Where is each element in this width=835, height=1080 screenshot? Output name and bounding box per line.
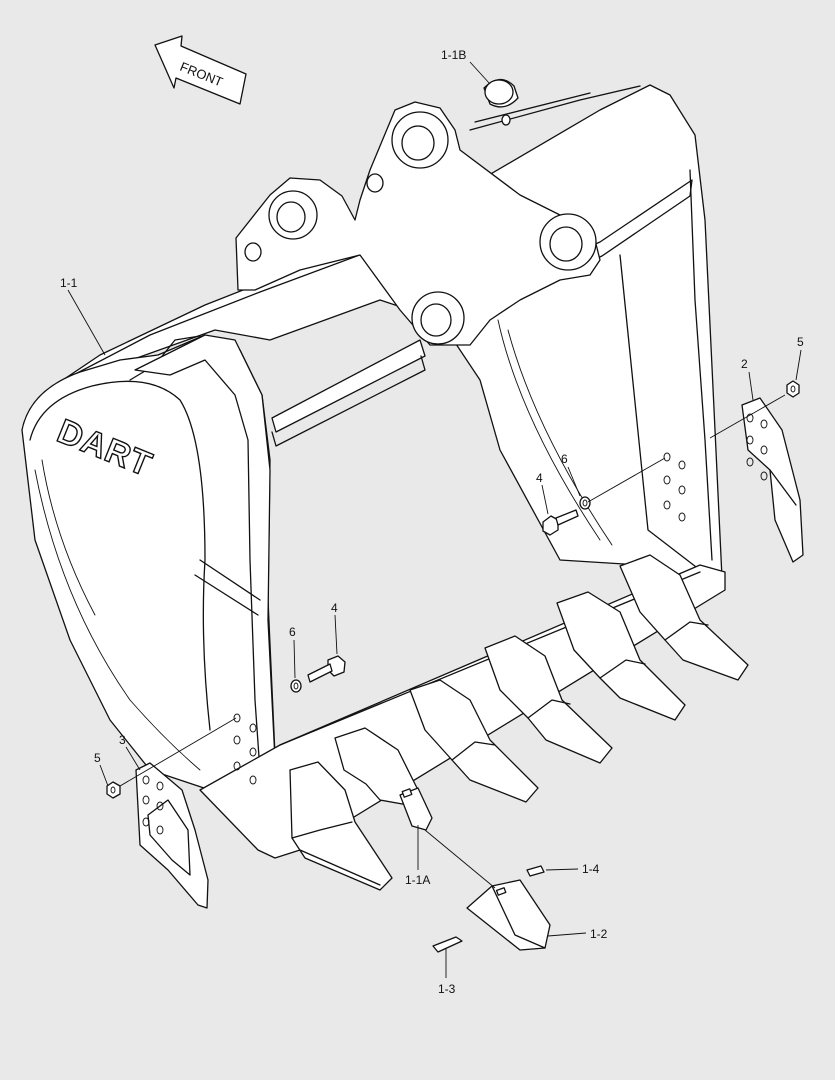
washer-6-right [579, 496, 591, 510]
side-bolt-holes-right [663, 452, 686, 522]
leader-lines [67, 61, 802, 978]
bolt-4-left [307, 655, 346, 683]
bolt-4-right [542, 509, 579, 536]
callout-1-3: 1-3 [438, 982, 456, 996]
tooth-5 [556, 591, 686, 721]
callout-1-1: 1-1 [60, 276, 78, 290]
lock-washer-1-4 [526, 865, 545, 877]
pin-boss-lower-right [539, 213, 597, 271]
side-cutter-2 [741, 397, 804, 563]
callout-2: 2 [741, 357, 748, 371]
callout-3: 3 [119, 733, 126, 747]
side-cutter-3 [135, 762, 209, 909]
bushing-1-1B [483, 78, 519, 108]
tooth-point-1-2 [466, 879, 551, 951]
pin-boss-upper-right [391, 111, 449, 169]
callout-6-left: 6 [289, 625, 296, 639]
tooth-4 [484, 635, 613, 764]
front-arrow: FRONT [154, 35, 247, 105]
callout-1-1A: 1-1A [405, 873, 430, 887]
callout-1-1B: 1-1B [441, 48, 466, 62]
callout-5-right: 5 [797, 335, 804, 349]
tooth-6 [619, 554, 749, 681]
callout-4-left: 4 [331, 601, 338, 615]
callout-1-4: 1-4 [582, 862, 600, 876]
nut-5-right [786, 380, 800, 398]
callout-4-right: 4 [536, 471, 543, 485]
pin-boss-upper-left [268, 190, 318, 240]
callout-5-left: 5 [94, 751, 101, 765]
nut-5-left [106, 781, 121, 799]
tooth-adapter-1-1A [399, 787, 433, 831]
washer-6-left [290, 679, 302, 693]
callout-1-2: 1-2 [590, 927, 608, 941]
pin-boss-lower-left [411, 291, 465, 345]
callout-labels: 1-1 1-1B 2 5 4 6 4 6 3 5 1-1A 1-4 1-2 1-… [60, 48, 804, 996]
tooth-3 [409, 679, 539, 803]
side-bolt-holes-left [233, 713, 257, 785]
lock-pin-1-3 [432, 936, 463, 953]
tooth-1 [289, 761, 393, 891]
callout-6-right: 6 [561, 452, 568, 466]
bucket-teeth [289, 554, 749, 891]
